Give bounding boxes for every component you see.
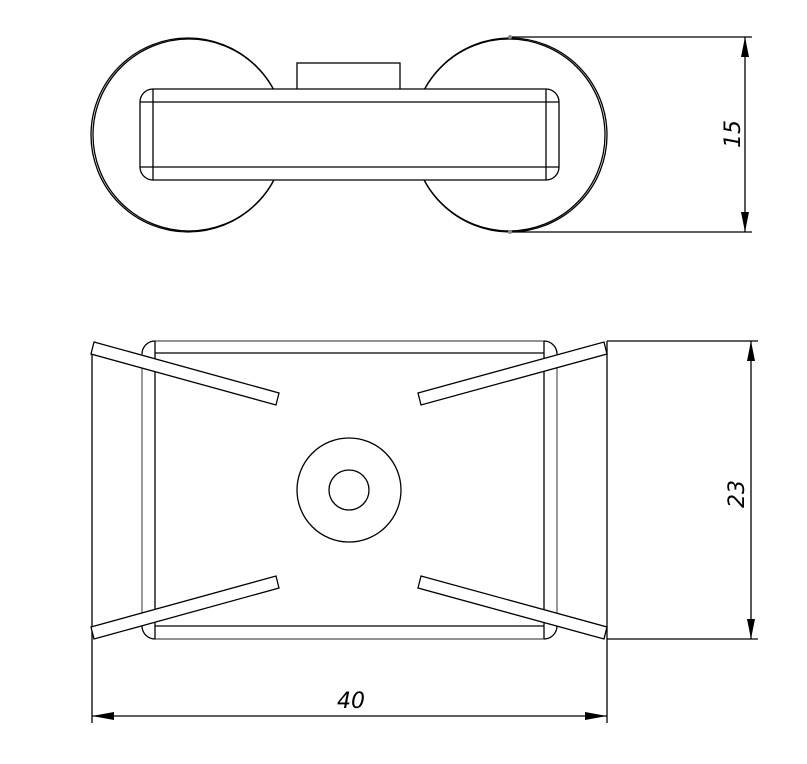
front-view bbox=[90, 340, 758, 723]
clip-top-right bbox=[417, 341, 608, 406]
clip-bottom-left bbox=[90, 575, 280, 640]
body-bar bbox=[139, 88, 560, 181]
dimension-label-23: 23 bbox=[725, 480, 750, 508]
dimension-label-15: 15 bbox=[721, 120, 746, 148]
top-tab bbox=[296, 62, 401, 92]
center-hole bbox=[328, 469, 370, 511]
top-view bbox=[90, 35, 752, 234]
dimension-label-40: 40 bbox=[337, 689, 365, 714]
clip-top-left bbox=[90, 341, 280, 406]
clip-bottom-right bbox=[417, 575, 608, 640]
center-boss bbox=[296, 437, 402, 543]
